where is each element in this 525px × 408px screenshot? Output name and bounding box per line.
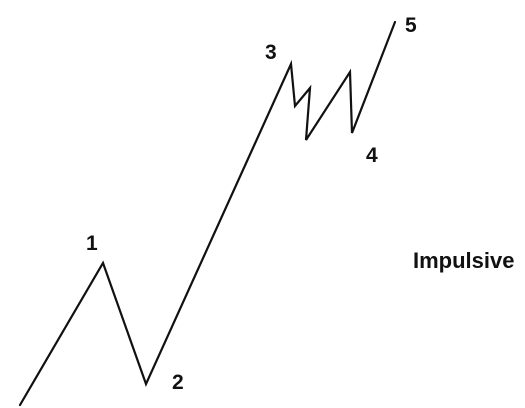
wave-label-5: 5	[405, 14, 417, 37]
wave-label-2: 2	[172, 371, 184, 394]
wave-label-4: 4	[366, 144, 378, 167]
impulsive-caption: Impulsive	[413, 248, 514, 273]
wave-path	[18, 20, 397, 407]
wave-label-1: 1	[86, 232, 98, 255]
wave-label-3: 3	[265, 41, 277, 64]
